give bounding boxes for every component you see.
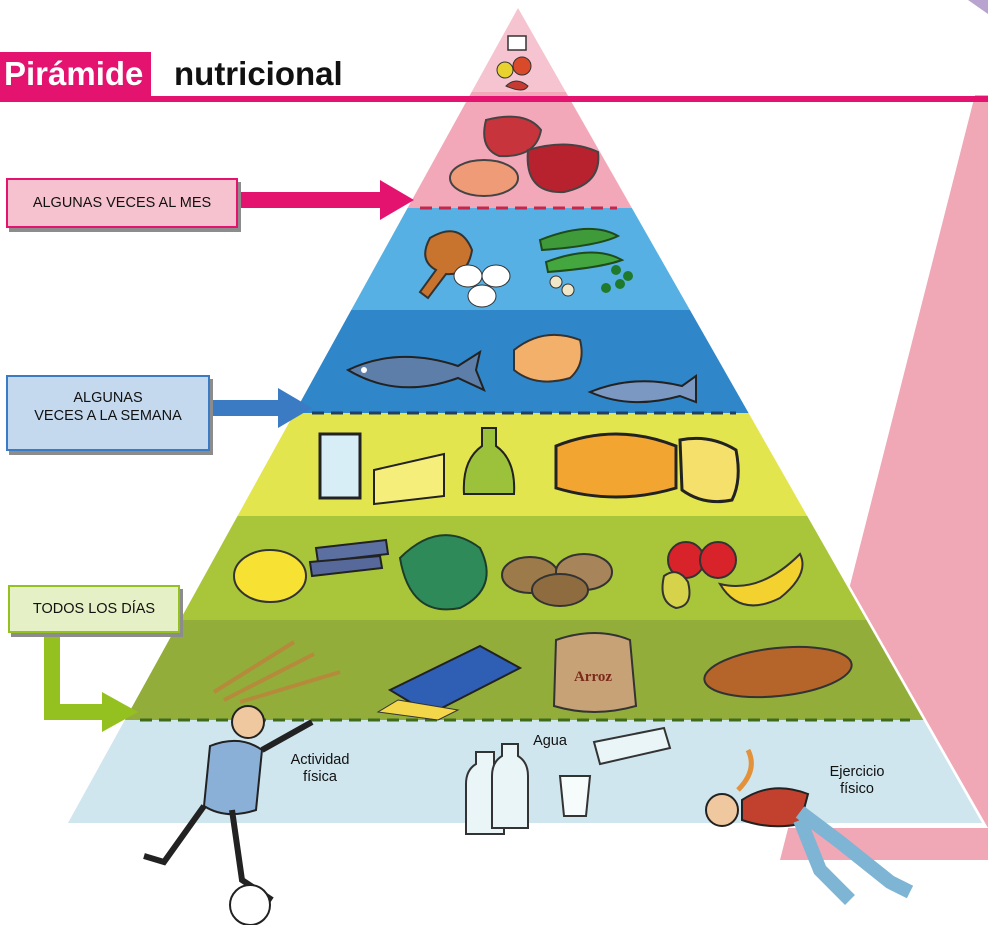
title-text: nutricional — [174, 55, 343, 92]
dairy-oil-illustration — [318, 427, 740, 506]
title-highlight: Pirámide — [0, 52, 152, 96]
daily-arrow — [44, 628, 138, 732]
soccer-player-illustration — [143, 705, 314, 925]
water-illustration — [465, 726, 672, 835]
poultry-legumes-illustration — [418, 227, 633, 308]
label-weekly-line2: VECES A LA SEMANA — [34, 408, 182, 424]
fish-illustration — [345, 333, 697, 404]
label-weekly: ALGUNAS VECES A LA SEMANA — [6, 375, 210, 451]
exercise-line2: físico — [840, 781, 874, 797]
fruits-vegetables-illustration — [233, 534, 804, 611]
cereals-illustration — [212, 632, 853, 721]
weekly-arrow — [212, 388, 312, 428]
activity-line2: física — [303, 769, 337, 785]
rice-sack-label: Arroz — [574, 669, 612, 685]
activity-label: Actividad física — [270, 752, 370, 786]
red-meat-illustration — [449, 115, 600, 197]
exercise-line1: Ejercicio — [829, 764, 885, 780]
activity-line1: Actividad — [290, 752, 350, 768]
monthly-arrow — [236, 180, 414, 220]
sweets-illustration — [496, 35, 532, 91]
title-rule — [0, 96, 988, 102]
corner-decoration — [968, 0, 988, 14]
label-monthly: ALGUNAS VECES AL MES — [6, 178, 238, 228]
exercise-label: Ejercicio físico — [812, 764, 902, 798]
label-weekly-line1: ALGUNAS — [73, 390, 143, 406]
runner-illustration — [705, 748, 914, 905]
title-bar: Pirámide nutricional — [0, 50, 988, 102]
water-label: Agua — [533, 733, 567, 749]
label-daily: TODOS LOS DÍAS — [8, 585, 180, 633]
